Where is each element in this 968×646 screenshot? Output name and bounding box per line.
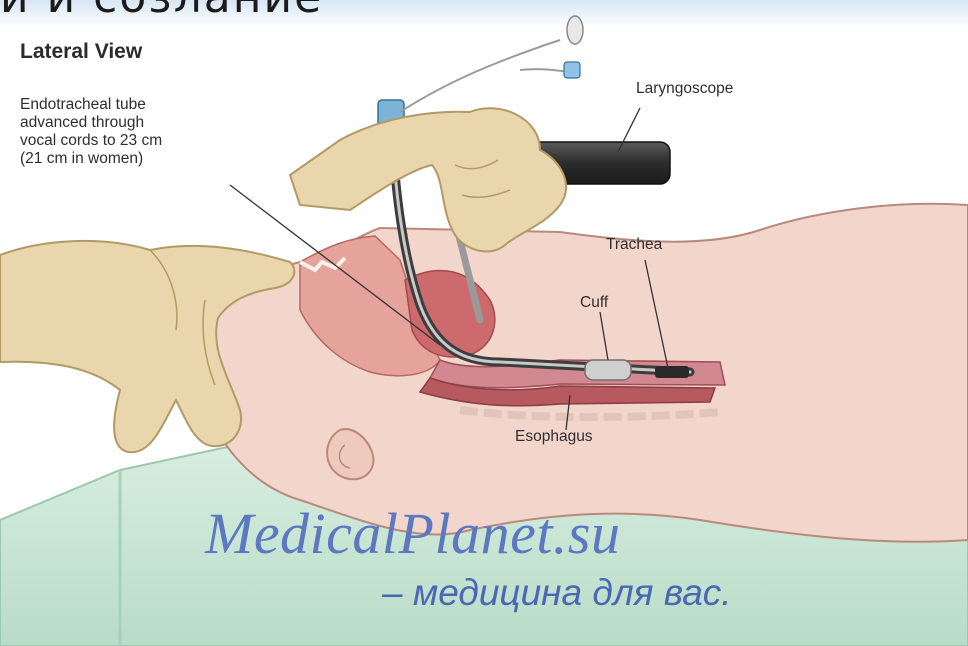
tube-cuff: [585, 360, 631, 380]
watermark-tagline: – медицина для вас.: [382, 572, 732, 614]
label-esophagus: Esophagus: [515, 428, 593, 446]
label-laryngoscope: Laryngoscope: [636, 80, 733, 98]
label-line: vocal cords to 23 cm: [20, 132, 162, 150]
pilot-balloon: [567, 16, 583, 44]
label-line: advanced through: [20, 114, 162, 132]
label-trachea: Trachea: [606, 236, 662, 254]
label-line: Endotracheal tube: [20, 96, 162, 114]
label-endotracheal-tube: Endotracheal tube advanced through vocal…: [20, 96, 162, 168]
pilot-line: [400, 40, 570, 112]
label-line: (21 cm in women): [20, 150, 162, 168]
label-cuff: Cuff: [580, 294, 608, 312]
watermark-brand: MedicalPlanet.su: [205, 500, 621, 567]
pilot-valve: [564, 62, 580, 78]
diagram-title: Lateral View: [20, 40, 142, 64]
clipped-heading: и и созлание: [0, 0, 323, 23]
tube-tip: [655, 366, 689, 378]
